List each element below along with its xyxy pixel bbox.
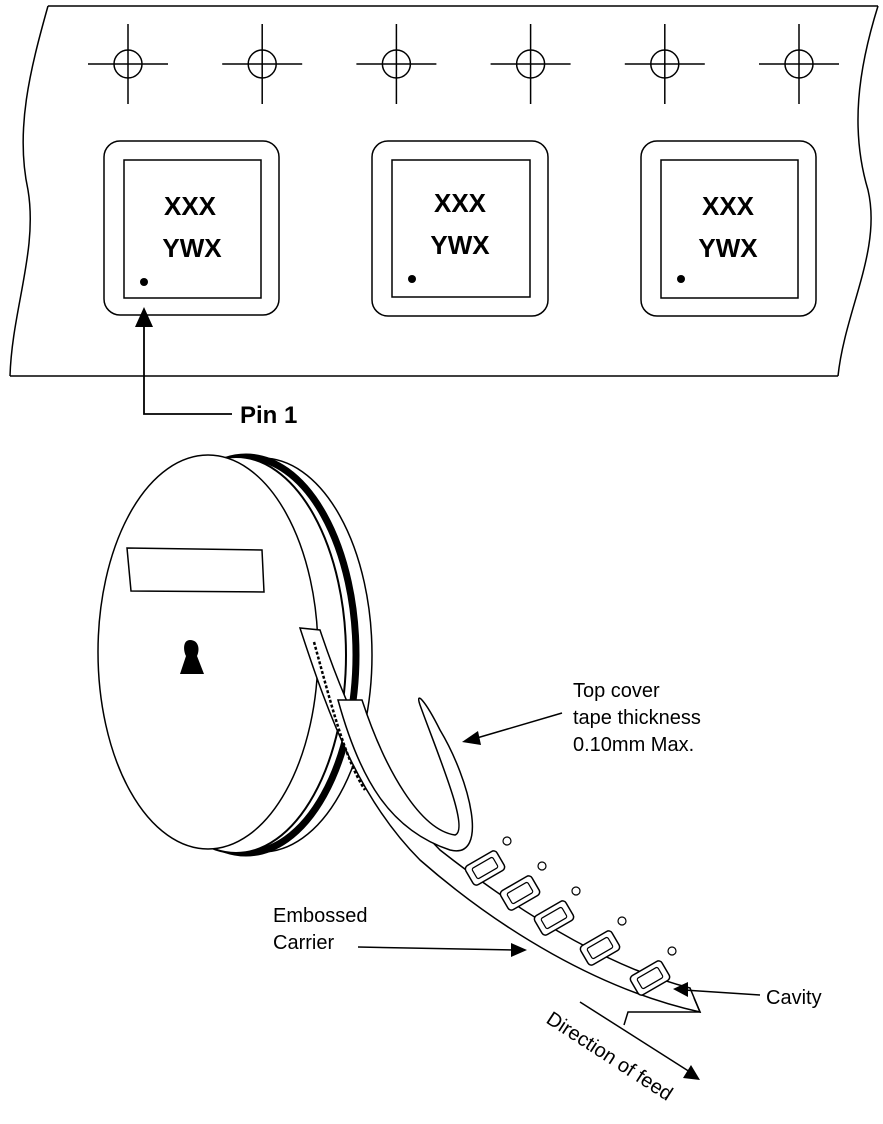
- sprocket-hole-mark: [490, 24, 571, 104]
- pin1-dot: [677, 275, 685, 283]
- cavity-callout: Cavity: [673, 982, 822, 1009]
- cover-tape-arrowhead: [462, 731, 481, 745]
- pin1-callout: Pin 1: [135, 307, 297, 429]
- cavity-arrowhead: [673, 982, 688, 997]
- component-marking-line2: YWX: [162, 233, 222, 263]
- embossed-cavity: [579, 930, 621, 966]
- component-body: [391, 159, 531, 298]
- embossed-label-line1: Embossed: [273, 905, 368, 927]
- embossed-label-line2: Carrier: [273, 932, 334, 954]
- component-body: [660, 159, 799, 299]
- component-pocket: XXX YWX: [103, 140, 280, 316]
- sprocket-hole-mark: [222, 24, 303, 104]
- cover-tape-label-line2: tape thickness: [573, 707, 701, 729]
- carrier-sprocket-hole: [537, 861, 547, 871]
- component-pocket: XXX YWX: [640, 140, 817, 317]
- carrier-sprocket-hole: [667, 946, 677, 956]
- cover-tape-label-line3: 0.10mm Max.: [573, 734, 694, 756]
- cover-tape-callout: Top cover tape thickness 0.10mm Max.: [462, 680, 701, 756]
- embossed-carrier-callout: Embossed Carrier: [273, 905, 527, 957]
- pin1-dot: [408, 275, 416, 283]
- embossed-cavities: [464, 836, 677, 996]
- component-marking-line2: YWX: [430, 230, 490, 260]
- feed-label: Direction of feed: [542, 1008, 676, 1106]
- sprocket-hole-mark: [88, 24, 168, 104]
- sprocket-hole-mark: [624, 24, 705, 104]
- embossed-cavity: [464, 850, 506, 886]
- pin1-leader-line: [143, 325, 232, 415]
- embossed-arrow-line: [357, 946, 516, 951]
- pin1-label: Pin 1: [240, 402, 297, 429]
- component-marking-line1: XXX: [164, 191, 217, 221]
- component-marking-line1: XXX: [702, 191, 755, 221]
- cavity-arrow-line: [683, 989, 761, 996]
- cover-tape-label-line1: Top cover: [573, 680, 660, 702]
- reel: [97, 453, 373, 857]
- cavity-label: Cavity: [766, 987, 822, 1009]
- reel-label-window: [126, 547, 265, 593]
- embossed-cavity: [629, 960, 671, 996]
- component-body: [123, 159, 262, 299]
- carrier-sprocket-hole: [617, 916, 627, 926]
- cover-tape: [337, 697, 474, 852]
- pin1-arrowhead: [135, 307, 153, 327]
- reel-hub-icon: [180, 640, 204, 674]
- unwinding-tape: [298, 627, 702, 1026]
- component-marking-line1: XXX: [434, 188, 487, 218]
- carrier-tape-strip: [9, 5, 879, 377]
- component-marking-line2: YWX: [698, 233, 758, 263]
- reel-front-flange: [97, 454, 319, 850]
- feed-arrow-line: [579, 1001, 691, 1073]
- carrier-sprocket-hole: [502, 836, 512, 846]
- embossed-arrowhead: [511, 943, 527, 957]
- sprocket-hole-mark: [356, 24, 437, 104]
- carrier-sprocket-hole: [571, 886, 581, 896]
- feed-direction: Direction of feed: [542, 1001, 700, 1106]
- pin1-dot: [140, 278, 148, 286]
- embossed-cavity: [499, 875, 541, 911]
- sprocket-holes: [88, 24, 839, 104]
- cover-tape-arrow-line: [469, 712, 563, 741]
- embossed-cavity: [533, 900, 575, 936]
- sprocket-hole-mark: [759, 24, 839, 104]
- feed-arrowhead: [683, 1065, 700, 1080]
- component-pocket: XXX YWX: [371, 140, 549, 317]
